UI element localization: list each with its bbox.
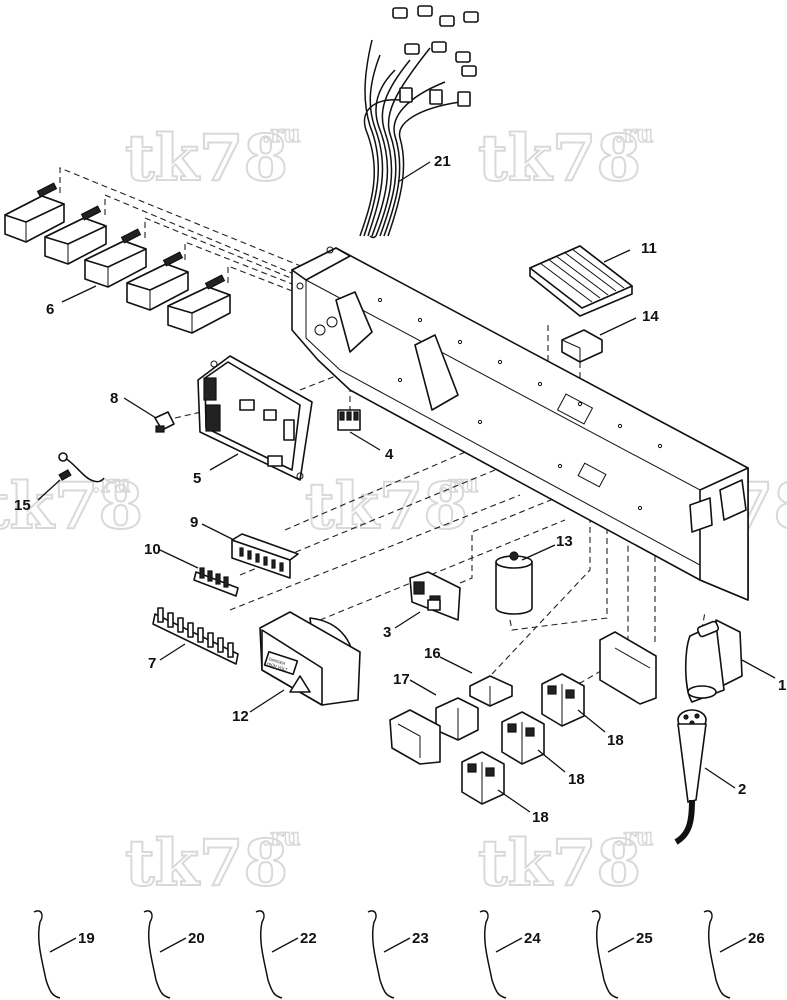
callout-22: 22 (300, 930, 317, 947)
part-16-relay-base (469, 675, 513, 707)
part-17-relay (389, 697, 479, 765)
svg-text:HIGH VOLT: HIGH VOLT (266, 661, 288, 672)
callout-4: 4 (385, 446, 394, 463)
callout-9: 9 (190, 514, 198, 531)
callout-18a: 18 (607, 732, 624, 749)
callout-25: 25 (636, 930, 653, 947)
watermark-bottom-left: tk78 .ru (124, 821, 301, 902)
heat-sink-fins (539, 248, 625, 303)
long-strip-teeth (157, 607, 234, 658)
callout-15: 15 (14, 497, 31, 514)
part-18-contactor-1 (541, 673, 585, 727)
filter-module-5 (167, 274, 231, 334)
callout-11: 11 (641, 240, 657, 257)
callout-12: 12 (232, 708, 249, 725)
part-18-contactor-2 (501, 711, 545, 765)
callout-labels: 21 11 14 6 8 4 5 15 9 10 13 7 3 16 17 12… (14, 153, 786, 947)
enclosure-mount-holes (377, 297, 663, 511)
part-6-filter-modules (4, 182, 231, 334)
watermark-bottom-right: tk78 .ru (477, 821, 654, 902)
filter-module-3 (84, 228, 147, 288)
leader-lines (37, 161, 776, 953)
harness-connectors (392, 5, 479, 107)
svg-text:tk78: tk78 (478, 826, 641, 901)
callout-14: 14 (642, 308, 659, 325)
callout-1: 1 (778, 677, 786, 694)
svg-text:tk78: tk78 (305, 469, 468, 544)
svg-text:.ru: .ru (440, 469, 478, 498)
watermark-top-right: tk78 .ru (477, 118, 654, 197)
callout-21: 21 (434, 153, 451, 170)
part-1-power-socket (684, 619, 743, 703)
callout-24: 24 (524, 930, 541, 947)
part-13-capacitor (495, 551, 533, 615)
callout-18b: 18 (568, 771, 585, 788)
svg-text:.ru: .ru (262, 119, 300, 148)
part-15-sensor-probe (58, 452, 105, 483)
part-9-terminal-rail (231, 533, 299, 579)
filter-module-1 (4, 182, 65, 243)
contactor-mounting-plate (599, 631, 657, 705)
callout-2: 2 (738, 781, 746, 798)
callout-6: 6 (46, 301, 54, 318)
callout-19: 19 (78, 930, 95, 947)
rail-terminals (239, 547, 284, 572)
part-7-long-terminal-strip (152, 607, 239, 665)
part-12-cover-plate: DANGER HIGH VOLT (259, 611, 361, 706)
part-14-small-module (561, 329, 603, 363)
watermark-mid-left: tk78 .ru (0, 468, 144, 545)
callout-3: 3 (383, 624, 391, 641)
part-5-control-board (197, 355, 313, 481)
part-11-heat-sink (529, 245, 633, 317)
callout-7: 7 (148, 655, 156, 672)
svg-text:tk78: tk78 (125, 826, 288, 901)
part-2-plug-cable (674, 709, 707, 845)
svg-text:.ru: .ru (615, 822, 653, 851)
warning-sign: DANGER HIGH VOLT (263, 650, 311, 693)
part-18-contactor-3 (461, 751, 505, 805)
watermark-mid-center: tk78 .ru (304, 468, 479, 545)
cable-pieces-19-26 (33, 910, 731, 999)
svg-text:DANGER: DANGER (268, 656, 286, 666)
callout-5: 5 (193, 470, 201, 487)
callout-13: 13 (556, 533, 573, 550)
svg-text:.ru: .ru (262, 822, 300, 851)
svg-text:tk78: tk78 (0, 469, 143, 544)
svg-text:tk78: tk78 (125, 121, 288, 196)
filter-module-4 (126, 251, 189, 311)
part-4-terminal-block (337, 409, 361, 431)
callout-23: 23 (412, 930, 429, 947)
svg-text:.ru: .ru (92, 469, 130, 498)
part-10-terminal-strip (193, 567, 239, 597)
callout-8: 8 (110, 390, 118, 407)
part-21-wiring-harness (359, 5, 479, 239)
callout-17: 17 (393, 671, 410, 688)
part-3-power-board (409, 571, 461, 621)
callout-10: 10 (144, 541, 161, 558)
part-8-connector (154, 411, 175, 433)
filter-module-2 (44, 205, 107, 265)
main-enclosure-housing (291, 246, 749, 601)
callout-16: 16 (424, 645, 441, 662)
svg-text:.ru: .ru (615, 119, 653, 148)
watermark-top-left: tk78 .ru (124, 118, 301, 197)
callout-26: 26 (748, 930, 765, 947)
svg-text:tk78: tk78 (478, 121, 641, 196)
callout-18c: 18 (532, 809, 549, 826)
callout-20: 20 (188, 930, 205, 947)
